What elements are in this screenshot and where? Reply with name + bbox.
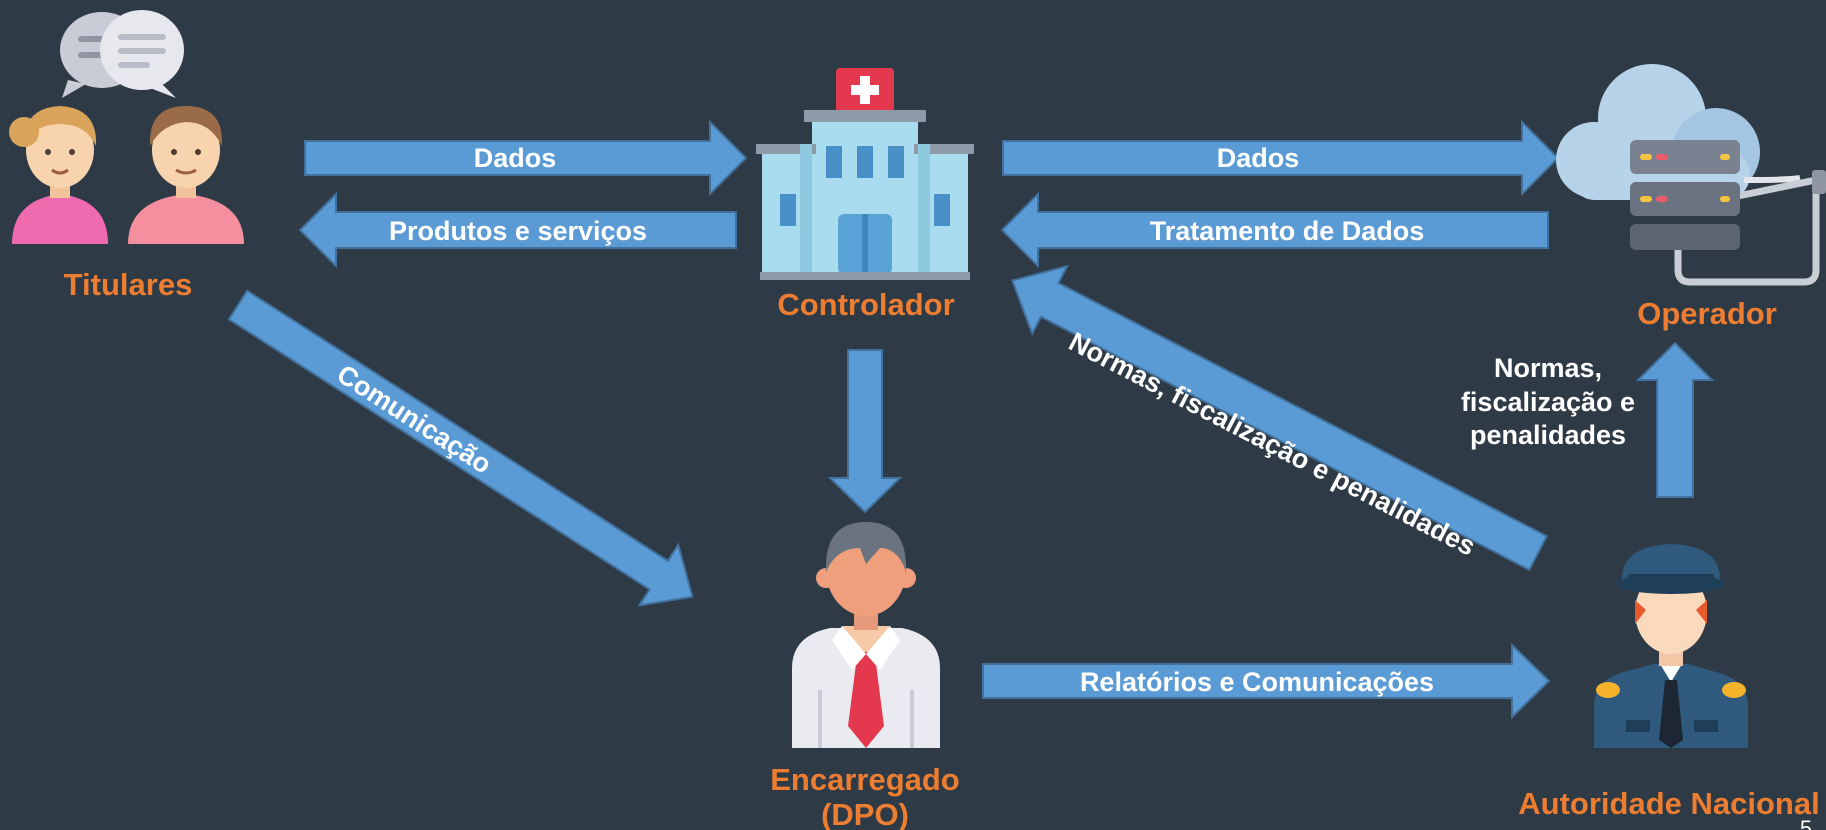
arrow-label-tratamento-dados: Tratamento de Dados [1150, 216, 1425, 246]
arrow-controlador-to-encarregado [827, 349, 903, 514]
node-label-encarregado-line2: (DPO) [821, 797, 909, 830]
arrow-operador-to-controlador: Tratamento de Dados [1000, 191, 1549, 269]
businessman-icon [792, 522, 940, 748]
arrow-label-normas-line3: penalidades [1470, 420, 1626, 450]
hospital-building-icon [756, 68, 974, 280]
arrow-label-normas-line2: fiscalização e [1461, 387, 1635, 417]
arrow-label-comunicacao: Comunicação [332, 359, 497, 480]
arrow-autoridade-to-operador [1635, 341, 1715, 498]
page-number: 5 [1800, 816, 1812, 830]
arrow-titulares-to-controlador: Dados [304, 119, 748, 197]
arrow-label-dados-left: Dados [474, 143, 557, 173]
arrow-label-normas-diagonal: Normas, fiscalização e penalidades [1064, 326, 1480, 561]
arrow-label-relatorios: Relatórios e Comunicações [1080, 667, 1434, 697]
cloud-server-icon [1556, 64, 1826, 286]
node-label-encarregado-line1: Encarregado [770, 762, 960, 797]
arrow-label-dados-right: Dados [1217, 143, 1300, 173]
arrow-autoridade-to-controlador [1011, 264, 1549, 572]
arrow-label-normas-line1: Normas, [1494, 353, 1602, 383]
police-officer-icon [1594, 544, 1748, 748]
arrow-titulares-to-encarregado: Comunicação [227, 289, 694, 607]
arrow-controlador-to-operador: Dados [1002, 119, 1560, 197]
two-people-chatting-icon [9, 10, 244, 244]
arrow-controlador-to-titulares: Produtos e serviços [298, 191, 737, 269]
node-label-autoridade: Autoridade Nacional [1518, 786, 1819, 821]
node-label-titulares: Titulares [64, 267, 193, 302]
arrow-label-produtos-servicos: Produtos e serviços [389, 216, 647, 246]
node-label-controlador: Controlador [777, 287, 954, 322]
arrow-encarregado-to-autoridade: Relatórios e Comunicações [982, 642, 1551, 720]
node-label-operador: Operador [1637, 296, 1777, 331]
